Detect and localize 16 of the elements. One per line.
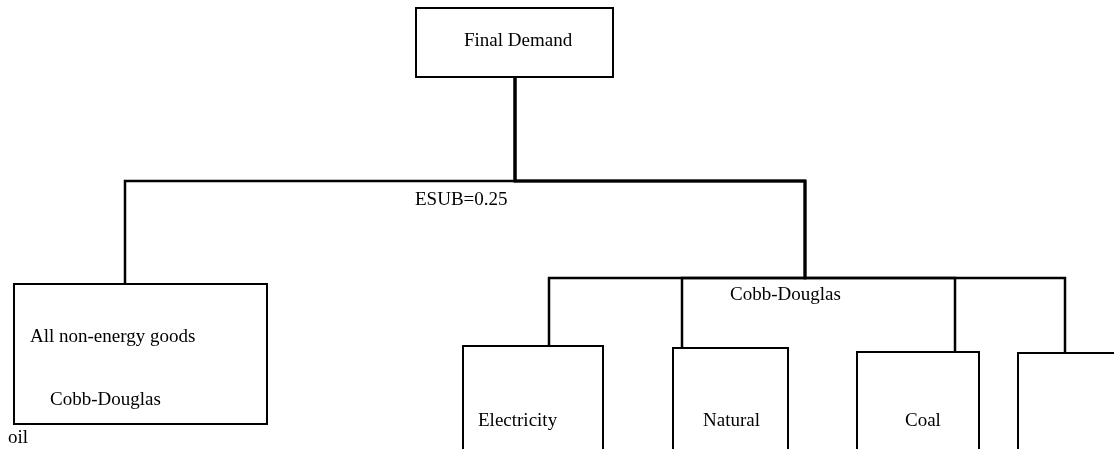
node-label: All non-energy goods [30, 325, 196, 347]
node-label: Natural [703, 409, 760, 431]
box [415, 7, 614, 78]
box [462, 345, 604, 449]
node-label: Coal [905, 409, 941, 431]
parameter-label: ESUB=0.25 [415, 188, 508, 210]
box [13, 283, 268, 425]
node-label: Final Demand [464, 29, 573, 51]
box [856, 351, 980, 449]
connector-line [513, 78, 1067, 352]
note-label: oil [8, 426, 29, 448]
empty-box [1017, 352, 1114, 449]
node-subtitle: Cobb-Douglas [50, 388, 161, 410]
box [672, 347, 789, 449]
node-label: Electricity [478, 409, 558, 431]
parameter-label: Cobb-Douglas [730, 283, 841, 305]
